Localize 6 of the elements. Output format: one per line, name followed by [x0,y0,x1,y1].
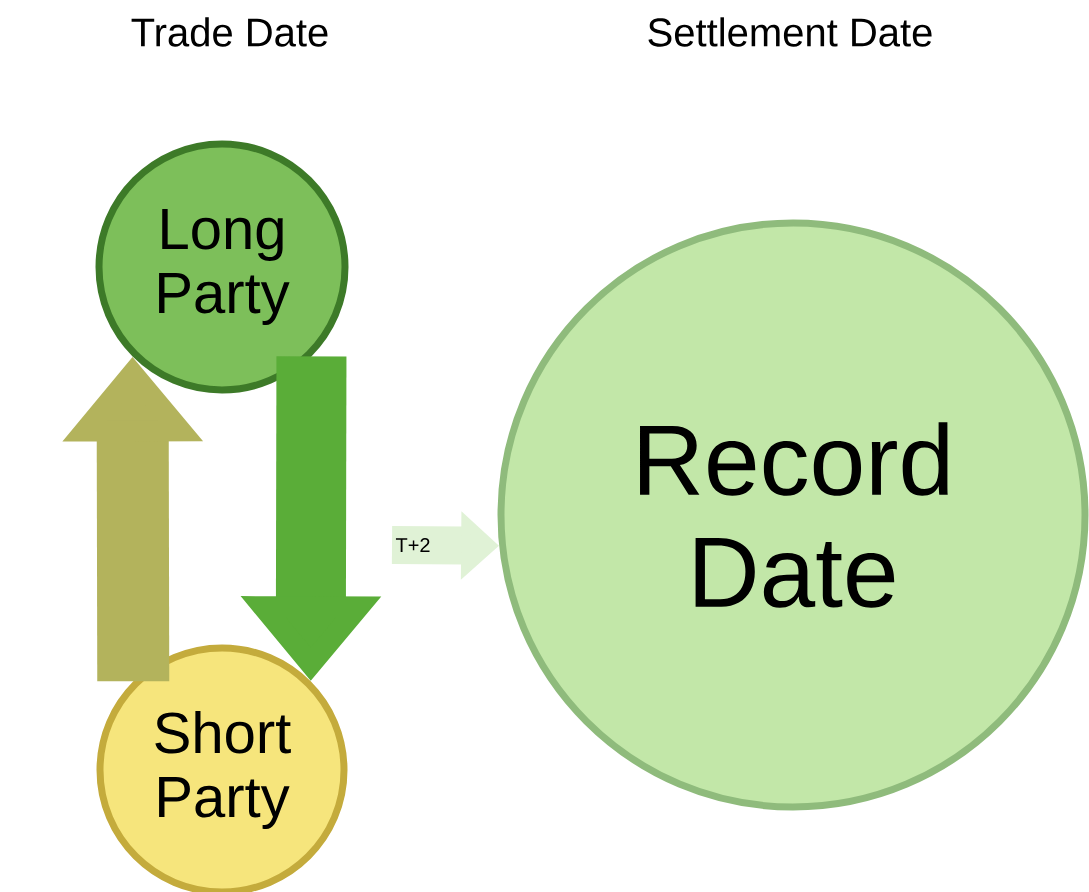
column-heading: Trade Date [131,17,328,47]
circle-node: Short Party [96,644,348,892]
circle-node: Record Date [497,219,1089,811]
edge-label: T+2 [394,537,432,553]
column-heading: Settlement Date [648,17,932,47]
circle-node: Long Party [95,140,349,394]
